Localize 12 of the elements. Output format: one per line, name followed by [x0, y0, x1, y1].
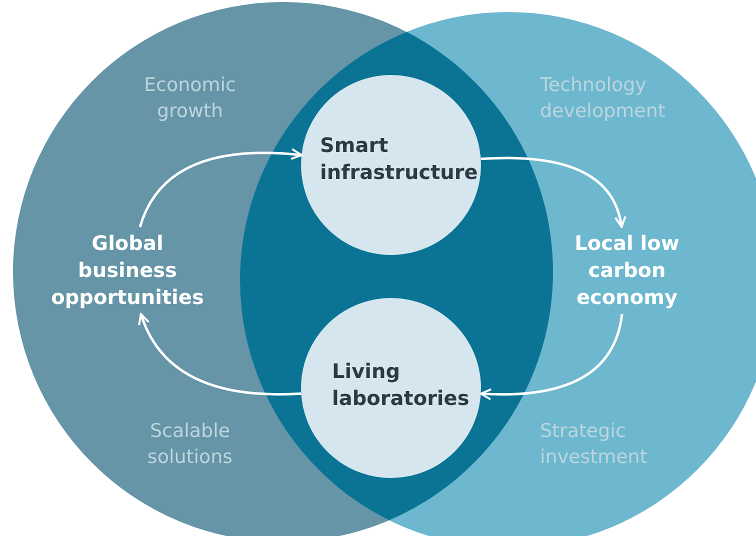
curved-arrow	[480, 314, 624, 400]
node-title: Global business opportunities	[45, 230, 210, 311]
curved-arrow	[138, 313, 302, 396]
arrow-caption: Scalable solutions	[146, 419, 234, 470]
curved-arrow	[138, 148, 303, 228]
node-title: Local low carbon economy	[562, 230, 692, 311]
arrow-caption: Strategic investment	[540, 419, 648, 470]
node-title: Smart infrastructure	[320, 132, 479, 186]
curved-arrow	[480, 156, 626, 228]
arrow-caption: Technology development	[540, 73, 666, 124]
arrow-caption: Economic growth	[143, 73, 237, 124]
node-title: Living laboratories	[332, 358, 470, 412]
